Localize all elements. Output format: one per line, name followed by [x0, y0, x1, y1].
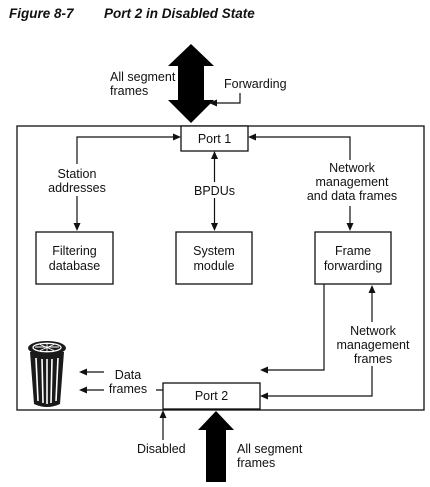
bpdu-label-bg	[190, 182, 240, 198]
data-frames-label-bg	[104, 367, 156, 395]
system-module-line1: System	[193, 244, 235, 258]
system-module-box	[175, 231, 253, 285]
up-arrow-icon	[198, 411, 234, 482]
discard-arrowhead-lower	[79, 386, 87, 394]
network-mgmt-line3: frames	[354, 352, 392, 366]
bpdu-arrowhead-to-port1	[211, 151, 218, 159]
figure-title-text: Port 2 in Disabled State	[104, 6, 255, 21]
all-segment-frames-top-line2: frames	[110, 84, 148, 98]
data-to-port2-arrowhead	[260, 366, 268, 374]
frame-forwarding-line2: forwarding	[324, 259, 382, 273]
station-label-bg	[42, 164, 112, 196]
station-arrowhead-to-port1	[173, 133, 181, 141]
station-arrowhead-to-filtering	[73, 223, 81, 231]
bpdu-arrowhead-to-system	[211, 223, 218, 231]
station-addresses-line2: addresses	[48, 181, 106, 195]
wastebasket-icon	[28, 341, 66, 407]
network-arrowhead-to-port1	[248, 133, 256, 141]
all-segment-frames-bottom-line1: All segment	[237, 442, 303, 456]
filtering-database-box	[35, 231, 114, 285]
network-mgmt-line1: Network	[350, 324, 397, 338]
port2-box	[162, 382, 261, 410]
filtering-database-line1: Filtering	[52, 244, 97, 258]
network-mgmt-label-bg	[335, 322, 411, 366]
network-mgmt-line2: management	[337, 338, 410, 352]
network-label-bg	[298, 160, 408, 206]
system-module-line2: module	[194, 259, 235, 273]
forwarding-label: Forwarding	[224, 77, 287, 91]
port1-box	[180, 125, 249, 152]
double-arrow-icon	[168, 44, 214, 123]
port2-to-forwarding-arrowhead	[368, 285, 376, 293]
all-segment-frames-bottom-line2: frames	[237, 456, 275, 470]
station-addresses-line1: Station	[58, 167, 97, 181]
network-arrowhead-to-forwarding	[346, 223, 354, 231]
frame-forwarding-line1: Frame	[335, 244, 371, 258]
forwarding-pointer	[216, 93, 241, 104]
data-frames-line1: Data	[115, 368, 141, 382]
discard-arrowhead-upper	[79, 368, 87, 376]
network-mgmt-data-line2: management	[316, 175, 389, 189]
port1-label: Port 1	[198, 132, 231, 146]
port2-label: Port 2	[195, 389, 228, 403]
port2-to-forwarding-tail-arrowhead	[260, 392, 268, 400]
network-mgmt-data-line3: and data frames	[307, 189, 397, 203]
frame-forwarding-box	[314, 231, 392, 285]
data-frames-line2: frames	[109, 382, 147, 396]
data-to-port2-connector	[268, 284, 325, 371]
filtering-database-line2: database	[49, 259, 100, 273]
disabled-label: Disabled	[137, 442, 186, 456]
forwarding-arrowhead	[209, 99, 217, 107]
disabled-arrowhead	[159, 410, 167, 418]
figure-number: Figure 8-7	[9, 6, 75, 21]
network-mgmt-data-line1: Network	[329, 161, 376, 175]
all-segment-frames-top-line1: All segment	[110, 70, 176, 84]
figure-title: Figure 8-7 Port 2 in Disabled State	[9, 6, 255, 21]
bpdus-label: BPDUs	[194, 184, 235, 198]
